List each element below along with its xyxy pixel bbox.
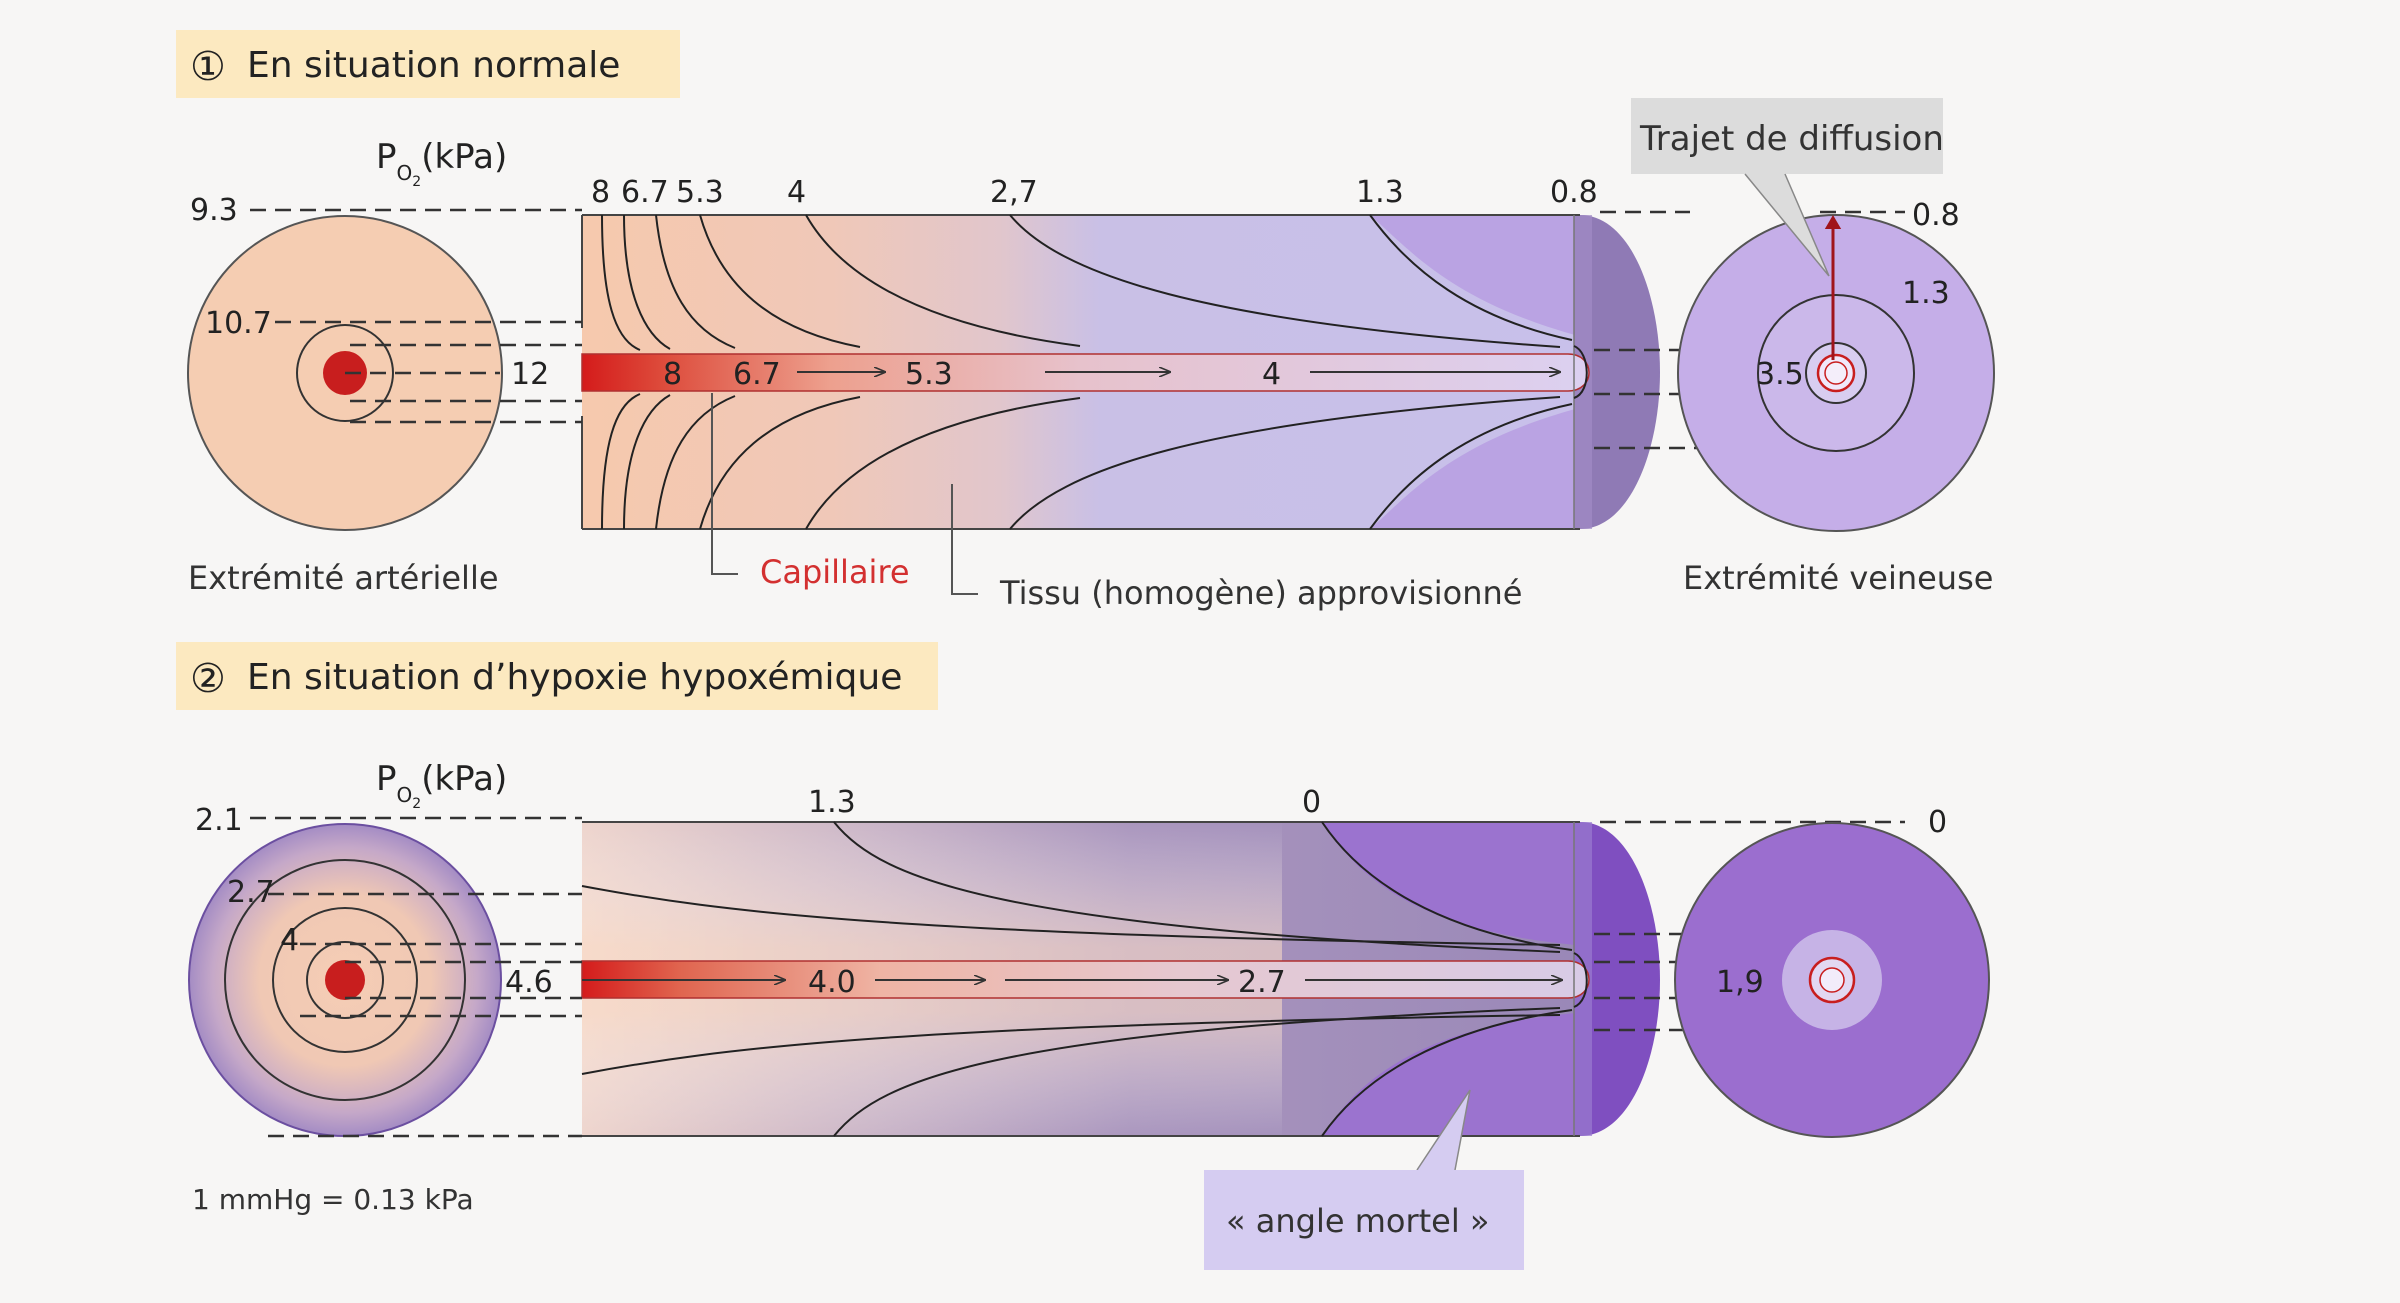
panel-normal: ① En situation normale PO2(kPa) [176, 30, 1995, 612]
panel1-callout-text: Trajet de diffusion [1639, 119, 1944, 159]
panel1-title-badge: ① [190, 44, 226, 90]
panel1-top-label-1.3: 1.3 [1356, 175, 1404, 210]
panel1-venous-disk [1677, 214, 1995, 532]
panel1-right-label-3.5: 3.5 [1756, 357, 1804, 392]
panel1-tissue-leader [951, 484, 978, 595]
panel2-left-label-2.1: 2.1 [195, 803, 243, 838]
panel1-cap-label-5.3: 5.3 [905, 357, 953, 392]
panel2-top-label-1.3: 1.3 [808, 785, 856, 820]
panel2-arterial-capillary-dot [325, 960, 365, 1000]
panel2-callout-bg [1204, 1170, 1524, 1270]
panel1-top-label-2.7: 2,7 [990, 175, 1038, 210]
panel1-tissue-cylinder: 8 6.7 5.3 4 [581, 214, 1660, 530]
panel1-po2-label: PO2(kPa) [376, 137, 507, 190]
panel2-right-label-1.9: 1,9 [1716, 965, 1764, 1000]
panel2-title-badge-bg [176, 642, 938, 710]
panel1-top-label-0.8: 0.8 [1550, 175, 1598, 210]
panel1-caption-capillary: Capillaire [760, 553, 910, 591]
panel1-cap-label-4: 4 [1262, 357, 1281, 392]
panel1-caption-venous: Extrémité veineuse [1683, 559, 1993, 597]
panel1-top-label-4: 4 [787, 175, 806, 210]
panel2-right-label-0: 0 [1928, 805, 1947, 840]
panel1-left-label-9.3: 9.3 [190, 193, 238, 228]
panel2-left-label-2.7: 2.7 [227, 875, 275, 910]
panel2-cap-label-2.7: 2.7 [1238, 965, 1286, 1000]
panel2-po2-label: PO2(kPa) [376, 759, 507, 812]
panel1-top-label-5.3: 5.3 [676, 175, 724, 210]
panel2-title-badge: ② [190, 656, 226, 702]
panel1-isolines [601, 214, 1588, 530]
panel1-right-label-1.3: 1.3 [1902, 276, 1950, 311]
panel-hypoxia: ② En situation d’hypoxie hypoxémique PO2… [176, 642, 1990, 1270]
panel2-venous-disk [1674, 822, 1990, 1138]
panel2-cap-label-4.0: 4.0 [808, 965, 856, 1000]
panel2-left-label-4.6: 4.6 [505, 965, 553, 1000]
panel1-caption-tissue: Tissu (homogène) approvisionné [999, 574, 1522, 612]
panel1-left-label-10.7: 10.7 [205, 306, 272, 341]
panel2-unit-note: 1 mmHg = 0.13 kPa [192, 1183, 474, 1216]
panel2-left-label-4: 4 [280, 923, 299, 958]
panel2-isolines [581, 821, 1588, 1137]
panel1-top-label-6.7: 6.7 [621, 175, 669, 210]
panel2-tissue-cylinder: 4.0 2.7 [581, 821, 1660, 1137]
panel2-arterial-disk [188, 823, 502, 1137]
panel1-caption-arterial: Extrémité artérielle [188, 559, 499, 597]
panel1-title-badge-bg [176, 30, 680, 98]
panel1-top-label-8: 8 [591, 175, 610, 210]
panel1-capillary-leader [711, 393, 738, 575]
panel1-title: En situation normale [247, 45, 620, 86]
panel2-top-label-0: 0 [1302, 785, 1321, 820]
panel1-cap-label-6.7: 6.7 [733, 357, 781, 392]
panel1-callout-bg [1631, 98, 1943, 174]
panel1-right-label-0.8: 0.8 [1912, 198, 1960, 233]
panel1-cap-label-8: 8 [663, 357, 682, 392]
panel2-callout-text: « angle mortel » [1226, 1202, 1489, 1240]
panel2-title: En situation d’hypoxie hypoxémique [247, 657, 902, 698]
panel1-left-label-12: 12 [511, 357, 549, 392]
